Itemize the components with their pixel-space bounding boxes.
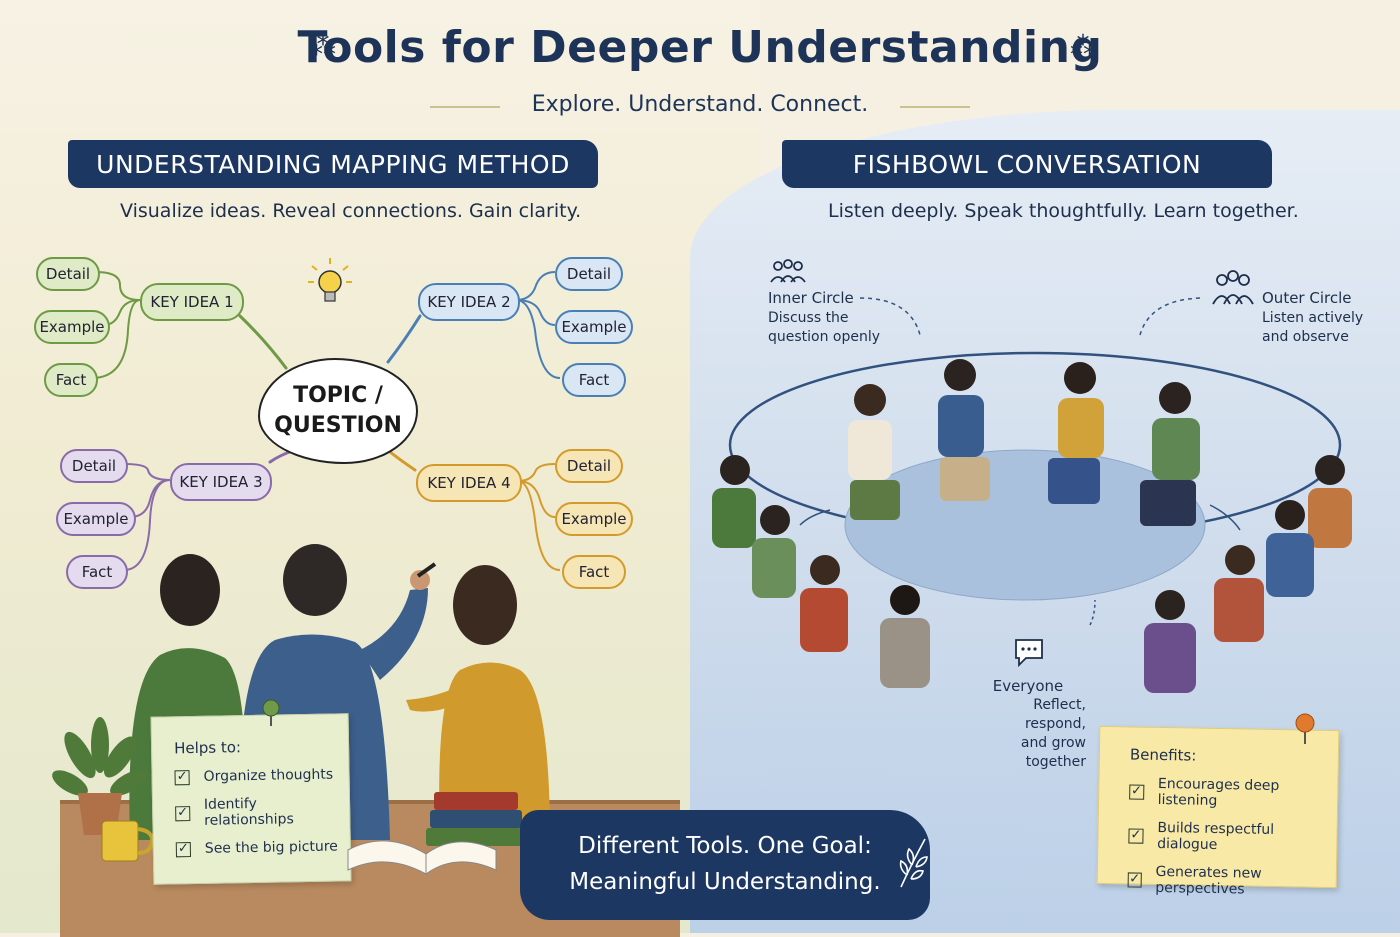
note-item-text: Builds respectful dialogue bbox=[1157, 819, 1275, 853]
checkbox-icon: ✓ bbox=[1127, 870, 1142, 888]
page-subtitle: Explore. Understand. Connect. bbox=[531, 92, 869, 117]
group-icon bbox=[1212, 270, 1254, 305]
key-idea-1: KEY IDEA 1 bbox=[140, 283, 244, 321]
topic-line-2: QUESTION bbox=[274, 413, 402, 438]
lightbulb-icon bbox=[308, 258, 352, 302]
key-idea-4: KEY IDEA 4 bbox=[416, 464, 522, 502]
note-item-text: See the big picture bbox=[204, 838, 338, 857]
dashed-arrow bbox=[859, 297, 921, 336]
group-icon bbox=[770, 259, 806, 283]
note-heading: Helps to: bbox=[173, 738, 242, 758]
everyone-title: Everyone bbox=[992, 677, 1064, 695]
dashed-arrow bbox=[1139, 297, 1201, 336]
note-item: ✓ Builds respectful dialogue bbox=[1128, 819, 1337, 855]
sparkle-icon: ⁂ bbox=[310, 32, 336, 62]
outer-circle-label: Outer Circle Listen actively and observe bbox=[1262, 288, 1363, 347]
page-title: Tools for Deeper Understanding bbox=[297, 22, 1103, 73]
key-idea-2: KEY IDEA 2 bbox=[418, 283, 520, 321]
helps-to-note: Helps to: ✓ Organize thoughts ✓ Identify r… bbox=[150, 713, 352, 885]
plant-illustration bbox=[52, 717, 146, 835]
topic-question-node: TOPIC / QUESTION bbox=[258, 358, 418, 464]
inner-circle-title: Inner Circle bbox=[768, 289, 854, 307]
divider bbox=[430, 106, 500, 108]
goal-banner: Different Tools. One Goal: Meaningful Un… bbox=[520, 810, 930, 920]
fishbowl-banner: FISHBOWL CONVERSATION bbox=[782, 140, 1272, 188]
note-item-text: Organize thoughts bbox=[203, 766, 334, 785]
note-item-text: Encourages deep listening bbox=[1157, 775, 1280, 809]
note-item: ✓ Encourages deep listening bbox=[1129, 775, 1338, 811]
everyone-text: and grow together bbox=[1020, 735, 1086, 770]
inner-circle-label: Inner Circle Discuss the question openly bbox=[768, 288, 880, 347]
inner-circle-text: Discuss the bbox=[768, 309, 849, 326]
topic-line-1: TOPIC / bbox=[293, 383, 383, 409]
fact-node: Fact bbox=[44, 363, 98, 397]
fishbowl-tagline: Listen deeply. Speak thoughtfully. Learn… bbox=[828, 200, 1299, 222]
everyone-text: Reflect, respond, bbox=[1024, 697, 1086, 733]
note-item: ✓ Identify relationships bbox=[175, 794, 350, 829]
inner-circle-text: question openly bbox=[768, 328, 881, 345]
example-node: Example bbox=[34, 310, 110, 344]
pushpin-icon bbox=[1295, 713, 1315, 744]
pushpin-icon bbox=[262, 699, 280, 726]
detail-node: Detail bbox=[60, 449, 128, 483]
note-item: ✓ See the big picture bbox=[175, 838, 350, 857]
example-node: Example bbox=[56, 502, 136, 536]
note-item-text: Identify relationships bbox=[203, 795, 294, 829]
leaf-sprig-icon bbox=[899, 838, 928, 888]
mug-icon bbox=[101, 820, 155, 862]
outer-circle-text: and observe bbox=[1262, 328, 1349, 345]
example-node: Example bbox=[555, 502, 633, 536]
chat-bubble-icon bbox=[1015, 639, 1043, 668]
example-node: Example bbox=[555, 310, 633, 344]
fact-node: Fact bbox=[66, 555, 128, 589]
note-item: ✓ Organize thoughts bbox=[174, 766, 348, 785]
key-idea-3: KEY IDEA 3 bbox=[170, 463, 272, 501]
outer-circle-title: Outer Circle bbox=[1262, 289, 1352, 307]
note-heading: Benefits: bbox=[1129, 745, 1197, 765]
books-illustration bbox=[347, 792, 522, 875]
detail-node: Detail bbox=[555, 257, 623, 291]
note-item: ✓ Generates new perspectives bbox=[1127, 863, 1336, 899]
mapping-method-banner: UNDERSTANDING MAPPING METHOD bbox=[68, 140, 598, 188]
fishbowl-illustration bbox=[712, 351, 1352, 693]
checkbox-icon: ✓ bbox=[1128, 826, 1144, 844]
fact-node: Fact bbox=[562, 363, 626, 397]
note-item-text: Generates new perspectives bbox=[1155, 863, 1262, 898]
mapping-tagline: Visualize ideas. Reveal connections. Gai… bbox=[120, 200, 582, 222]
checkbox-icon: ✓ bbox=[174, 769, 190, 785]
checkbox-icon: ✓ bbox=[175, 841, 191, 857]
checkbox-icon: ✓ bbox=[175, 804, 191, 821]
sparkle-icon: ⁂ bbox=[1070, 32, 1096, 62]
benefits-note: Benefits: ✓ Encourages deep listening ✓ Bu… bbox=[1096, 725, 1340, 897]
fact-node: Fact bbox=[562, 555, 626, 589]
everyone-label: Everyone Reflect, respond, and grow toge… bbox=[970, 676, 1086, 772]
outer-circle-text: Listen actively bbox=[1262, 309, 1364, 326]
divider bbox=[900, 106, 970, 108]
goal-line-2: Meaningful Understanding. bbox=[569, 869, 881, 895]
detail-node: Detail bbox=[36, 257, 100, 291]
checkbox-icon: ✓ bbox=[1129, 782, 1144, 800]
detail-node: Detail bbox=[555, 449, 623, 483]
goal-line-1: Different Tools. One Goal: bbox=[578, 833, 872, 860]
